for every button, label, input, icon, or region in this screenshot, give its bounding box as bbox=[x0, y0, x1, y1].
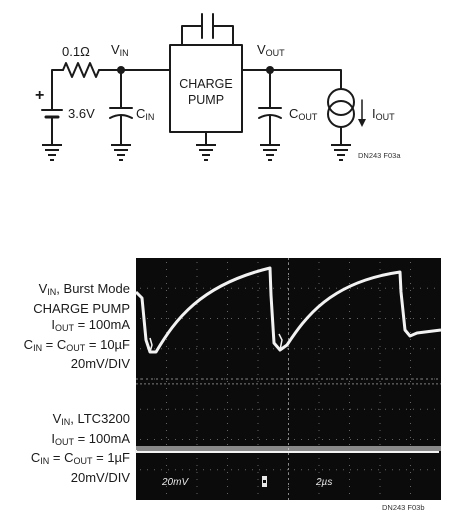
lower-trace-caption: VIN, LTC3200 IOUT = 100mA CIN = COUT = 1… bbox=[30, 411, 130, 485]
figure-id-scope: DN243 F03b bbox=[382, 503, 425, 512]
scope-traces bbox=[134, 266, 442, 453]
battery-voltage-label: 3.6V bbox=[68, 106, 95, 121]
resistor-label: 0.1Ω bbox=[62, 44, 90, 59]
cin-label: CIN bbox=[136, 106, 155, 122]
burst-mode-trace bbox=[134, 266, 442, 354]
wire-battery-top bbox=[51, 69, 64, 111]
vin-node-dot bbox=[117, 66, 125, 74]
ripple-band bbox=[136, 446, 441, 451]
trace-glitch bbox=[278, 333, 283, 351]
ground-icon bbox=[331, 144, 351, 161]
cout-label: COUT bbox=[289, 106, 318, 122]
vout-node-dot bbox=[266, 66, 274, 74]
charge-pump-line2: PUMP bbox=[187, 93, 225, 107]
vout-label: VOUT bbox=[257, 42, 285, 58]
volts-per-div-readout: 20mV bbox=[161, 477, 189, 488]
ground-icon bbox=[42, 144, 62, 161]
time-per-div-readout: 2µs bbox=[315, 477, 332, 488]
vin-label: VIN bbox=[111, 42, 129, 58]
figure-id-schematic: DN243 F03a bbox=[358, 151, 401, 160]
scope-graticule bbox=[136, 258, 441, 500]
iout-arrow-head bbox=[358, 119, 366, 127]
ground-icon bbox=[111, 144, 131, 161]
ground-symbols bbox=[42, 144, 351, 161]
ground-icon bbox=[260, 144, 280, 161]
wire-vout-node bbox=[241, 69, 342, 89]
charge-pump-label: CHARGE PUMP bbox=[170, 76, 242, 108]
upper-trace-caption: VIN, Burst Mode CHARGE PUMP IOUT = 100mA… bbox=[23, 281, 130, 371]
trigger-marker-icon bbox=[262, 476, 267, 487]
charge-pump-line1: CHARGE bbox=[179, 77, 233, 91]
current-source-circle-top bbox=[327, 88, 355, 116]
ltc3200-ripple-trace bbox=[135, 450, 439, 453]
trace-glitch bbox=[149, 337, 153, 353]
ground-icon bbox=[196, 144, 216, 161]
resistor-symbol bbox=[62, 62, 100, 78]
circuit-schematic bbox=[41, 13, 366, 161]
battery-plus-sign: + bbox=[35, 87, 45, 104]
iout-label: IOUT bbox=[372, 106, 395, 122]
flying-cap-wires bbox=[181, 25, 234, 46]
